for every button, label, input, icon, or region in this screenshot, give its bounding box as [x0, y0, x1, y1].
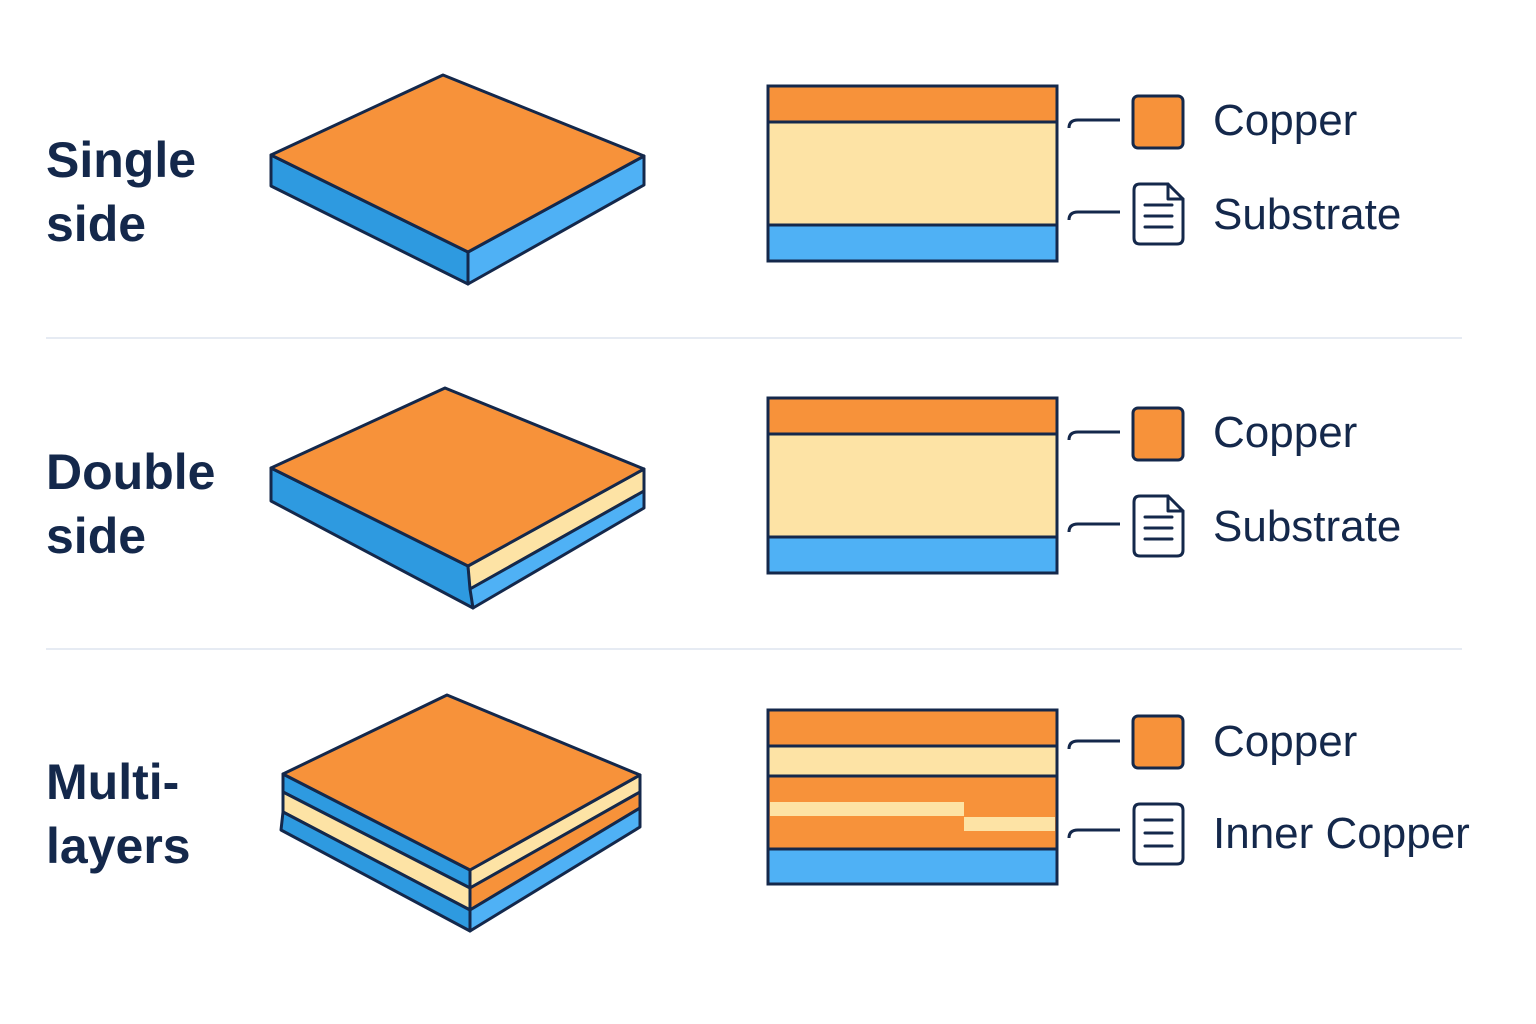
row-double-side: Double side Copper Substrate [0, 312, 1536, 624]
isometric-board [269, 73, 646, 286]
row-title-line2: layers [46, 818, 191, 874]
section-divider [46, 337, 1462, 339]
row-title-line1: Single [46, 132, 197, 188]
legend-label-substrate: Substrate [1213, 502, 1402, 551]
row-title: Multi- layers [46, 750, 191, 878]
leader-line-substrate [1067, 210, 1120, 221]
multi-layers-diagram [279, 693, 1185, 933]
leader-line-inner-copper [1067, 828, 1120, 839]
isometric-board [269, 386, 646, 610]
cross-section [766, 708, 1059, 886]
single-side-diagram [269, 73, 1185, 286]
legend-label-copper: Copper [1213, 408, 1358, 457]
legend-label-copper: Copper [1213, 717, 1358, 766]
board-right-base-side [468, 806, 642, 933]
document-icon [1132, 494, 1185, 558]
double-side-diagram [269, 386, 1185, 610]
base-layer [766, 847, 1059, 886]
board-copper-top [269, 73, 646, 254]
base-layer [766, 223, 1059, 263]
inner-trace-right [964, 817, 1055, 831]
row-title-line2: side [46, 508, 147, 564]
leader-line-copper [1067, 118, 1120, 129]
copper-swatch-icon [1131, 406, 1185, 462]
isometric-board [279, 693, 642, 933]
legend-label-copper: Copper [1213, 96, 1358, 145]
board-copper-top [281, 693, 642, 872]
row-title: Double side [46, 440, 215, 568]
row-title-line1: Multi- [46, 754, 180, 810]
copper-swatch-icon [1131, 94, 1185, 150]
legend-label-inner-copper: Inner Copper [1213, 809, 1470, 858]
leader-line-copper [1067, 739, 1120, 750]
board-copper-top [269, 386, 646, 568]
row-title-line1: Double [46, 444, 216, 500]
cross-section [766, 84, 1059, 263]
copper-swatch-icon [1131, 714, 1185, 770]
document-icon [1132, 802, 1185, 866]
substrate-layer [766, 432, 1059, 539]
copper-layer [766, 84, 1059, 124]
row-title-line2: side [46, 196, 147, 252]
leader-line-copper [1067, 430, 1120, 441]
copper-layer [766, 708, 1059, 748]
document-icon [1132, 182, 1185, 246]
section-divider [46, 648, 1462, 650]
row-single-side: Single side Copper Substrate [0, 0, 1536, 312]
leader-line-substrate [1067, 522, 1120, 533]
board-right-base-side [468, 489, 646, 610]
substrate-layer [766, 120, 1059, 227]
cross-section [766, 396, 1059, 575]
row-title: Single side [46, 128, 196, 256]
legend-label-substrate: Substrate [1213, 190, 1402, 239]
base-layer [766, 535, 1059, 575]
substrate-layer [766, 744, 1059, 778]
row-multi-layers: Multi- layers [0, 620, 1536, 933]
copper-layer [766, 396, 1059, 436]
inner-trace-left [770, 802, 964, 816]
